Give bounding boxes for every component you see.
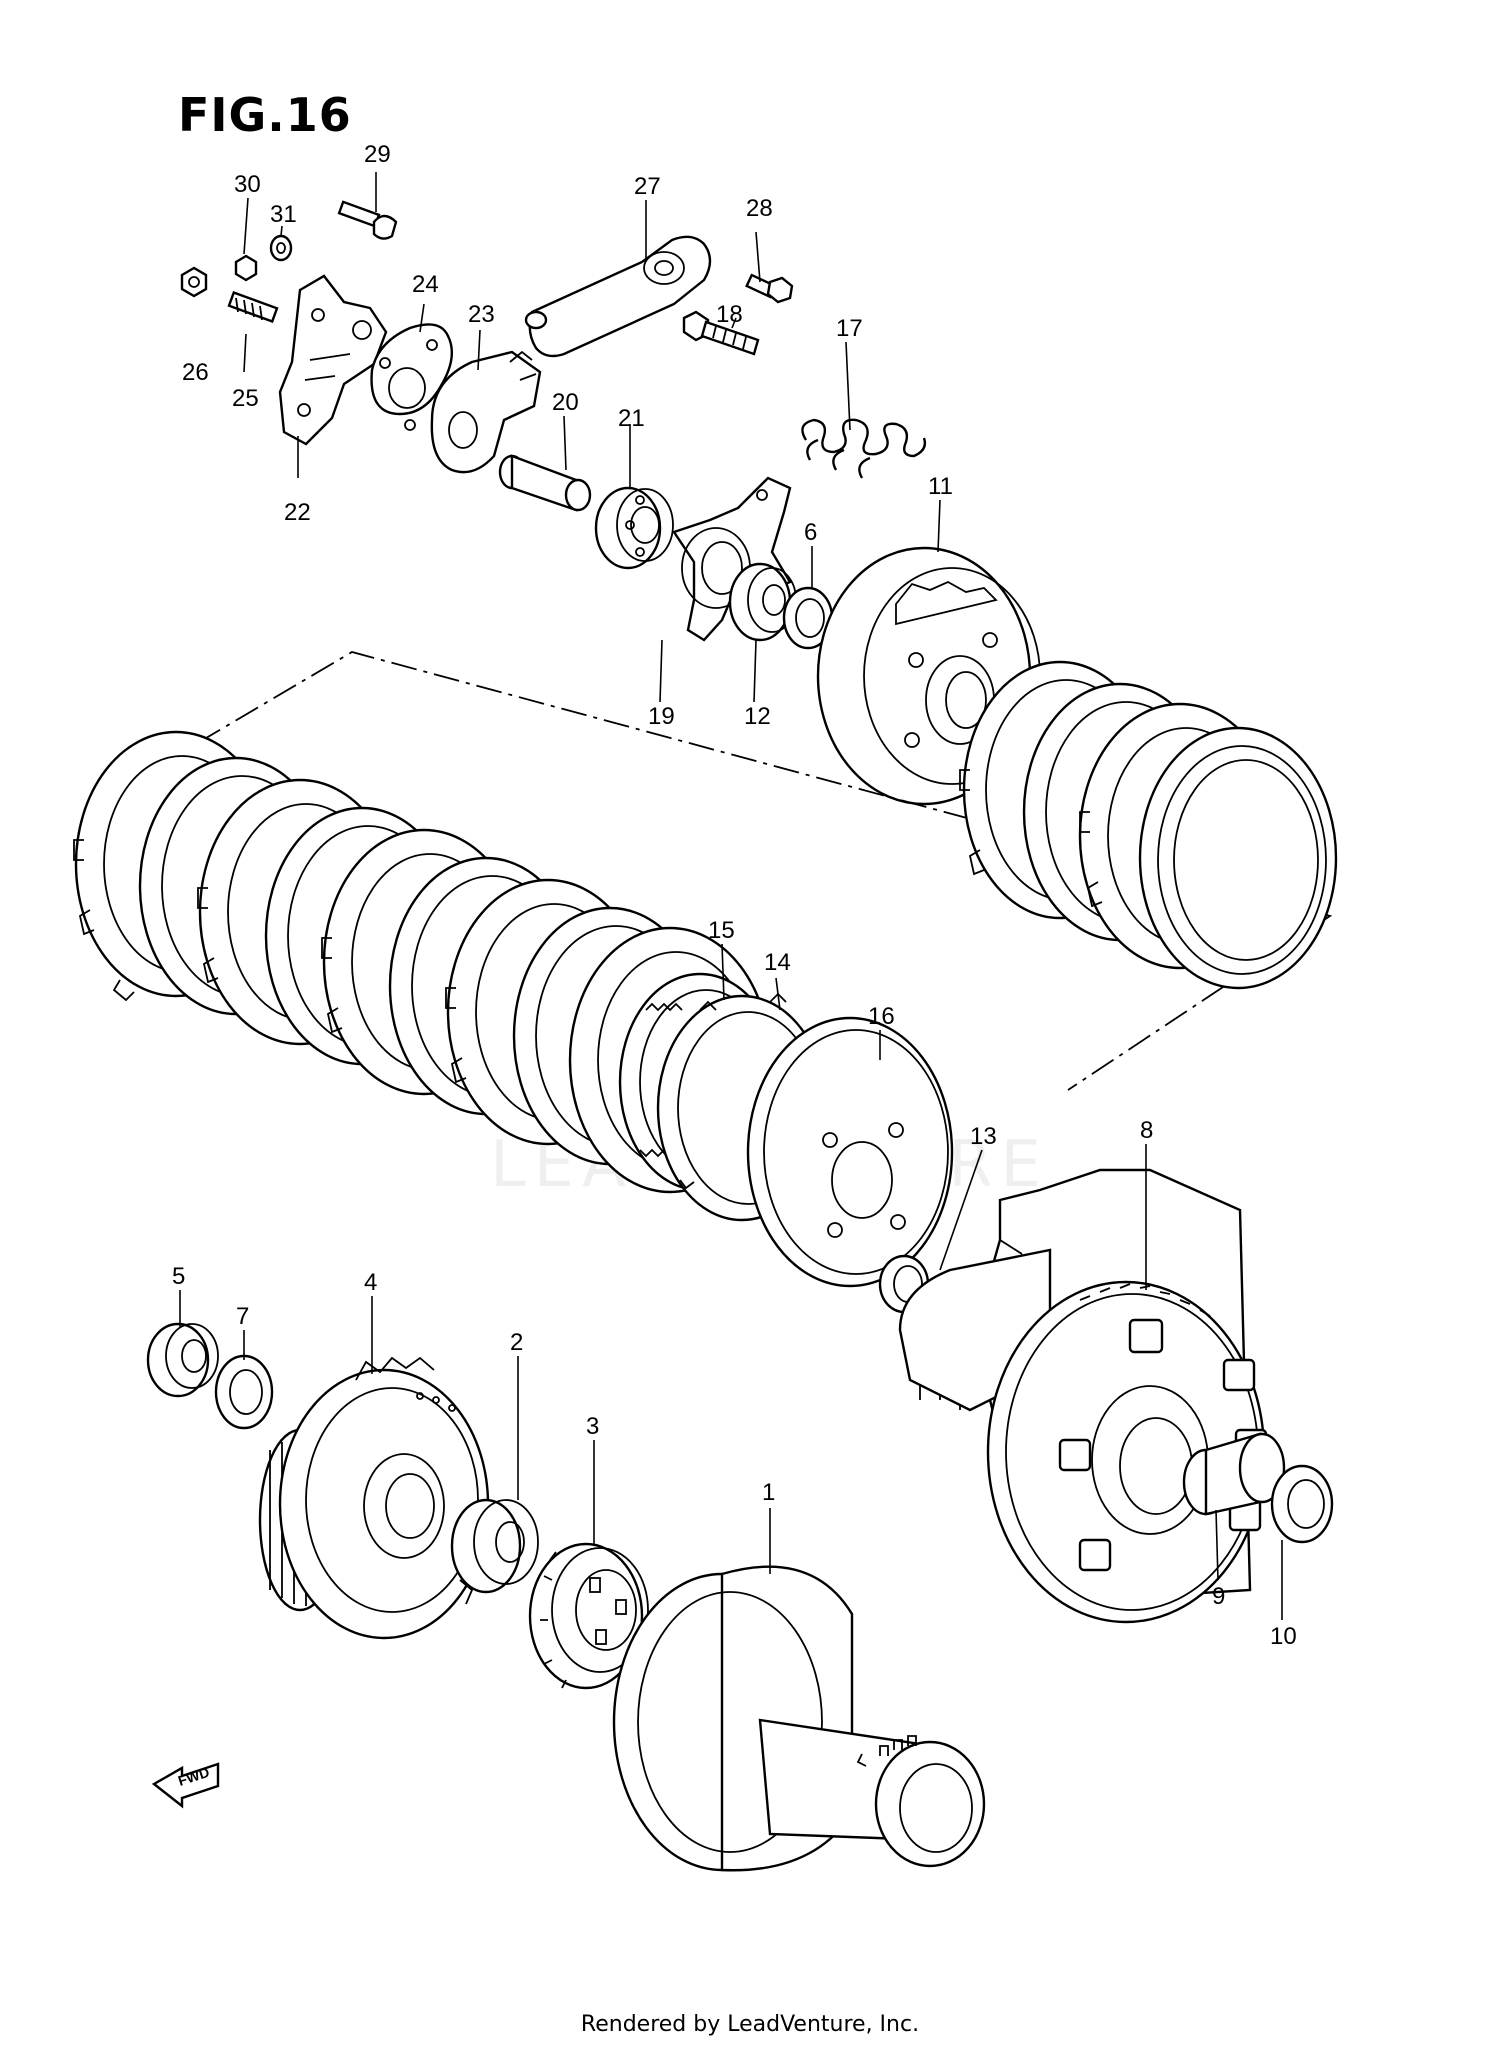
callout-31: 31 (270, 201, 297, 228)
callout-15: 15 (708, 917, 735, 944)
part-21-bearing[interactable] (594, 486, 674, 570)
part-8-clutch-housing[interactable] (898, 1168, 1268, 1624)
part-10-washer[interactable] (1270, 1464, 1334, 1544)
part-7-washer[interactable] (214, 1354, 274, 1430)
part-31-washer[interactable] (269, 234, 293, 262)
callout-24: 24 (412, 271, 439, 298)
part-27-lever[interactable] (524, 235, 712, 358)
callout-20: 20 (552, 389, 579, 416)
callout-14: 14 (764, 949, 791, 976)
callout-2: 2 (510, 1329, 523, 1356)
part-1-clutch-drum[interactable] (612, 1565, 986, 1872)
callout-3: 3 (586, 1413, 599, 1440)
callout-28: 28 (746, 195, 773, 222)
part-30-nut[interactable] (234, 254, 258, 282)
part-25-stud[interactable] (227, 291, 279, 323)
part-22-bracket[interactable] (278, 274, 388, 446)
part-23-cam[interactable] (430, 350, 542, 474)
callout-18: 18 (716, 301, 743, 328)
callout-27: 27 (634, 173, 661, 200)
callout-25: 25 (232, 385, 259, 412)
callout-9: 9 (1212, 1583, 1225, 1610)
callout-6: 6 (804, 519, 817, 546)
callout-29: 29 (364, 141, 391, 168)
callout-21: 21 (618, 405, 645, 432)
callout-11: 11 (928, 473, 953, 500)
callout-8: 8 (1140, 1117, 1153, 1144)
clutch-plate[interactable] (1138, 726, 1338, 990)
callout-12: 12 (744, 703, 771, 730)
part-3-one-way-clutch[interactable] (528, 1542, 649, 1690)
part-6-washer[interactable] (782, 586, 834, 650)
part-19-release-plate[interactable] (672, 476, 792, 642)
part-9-sleeve[interactable] (1182, 1432, 1286, 1516)
callout-10: 10 (1270, 1623, 1297, 1650)
part-5-bearing[interactable] (146, 1322, 219, 1398)
callout-4: 4 (364, 1269, 377, 1296)
callout-1: 1 (762, 1479, 775, 1506)
part-18-bolt[interactable] (682, 310, 760, 356)
part-4-centrifugal-clutch[interactable] (258, 1356, 490, 1640)
part-2-bearing[interactable] (450, 1498, 539, 1594)
part-29-screw[interactable] (337, 200, 398, 240)
callout-22: 22 (284, 499, 311, 526)
part-20-shaft[interactable] (498, 454, 592, 512)
part-17-spring[interactable] (801, 418, 927, 479)
callout-23: 23 (468, 301, 495, 328)
figure-title: FIG.16 (178, 88, 352, 142)
callout-7: 7 (236, 1303, 249, 1330)
fwd-arrow-icon: FWD (151, 1762, 220, 1809)
footer-credit: Rendered by LeadVenture, Inc. (580, 2012, 920, 2037)
part-16-plate[interactable] (746, 1016, 954, 1288)
callouts: 29 30 31 26 25 22 24 23 20 21 27 28 18 1… (172, 141, 1297, 1650)
callout-26: 26 (182, 359, 209, 386)
part-28-bolt[interactable] (745, 273, 794, 304)
callout-5: 5 (172, 1263, 185, 1290)
part-24-gasket[interactable] (370, 323, 454, 431)
callout-30: 30 (234, 171, 261, 198)
callout-16: 16 (868, 1003, 895, 1030)
part-26-nut[interactable] (180, 266, 208, 298)
callout-17: 17 (836, 315, 863, 342)
callout-19: 19 (648, 703, 675, 730)
callout-13: 13 (970, 1123, 997, 1150)
